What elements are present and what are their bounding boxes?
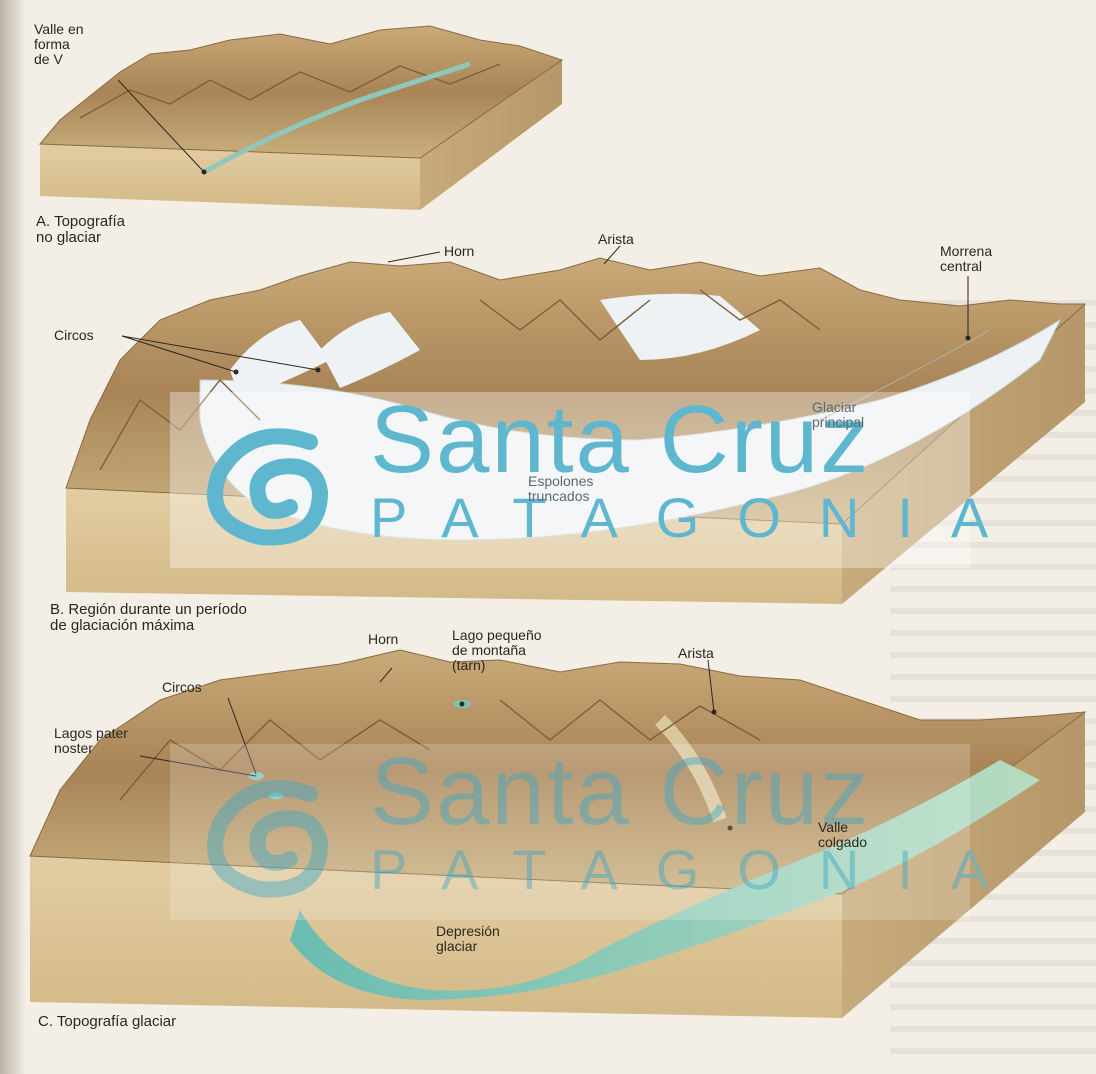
swirl-logo-icon xyxy=(190,412,350,552)
label-lagos-pater-noster: Lagos pater noster xyxy=(54,726,128,756)
watermark-line1: Santa Cruz xyxy=(370,744,870,840)
panel-c-arista-marker xyxy=(712,710,717,715)
label-depresion-glaciar: Depresión glaciar xyxy=(436,924,500,954)
panel-b-horn-pointer xyxy=(388,252,440,262)
panel-a-valley-marker xyxy=(202,170,207,175)
panel-b-morena-marker xyxy=(966,336,971,341)
label-glaciar-principal: Glaciar principal xyxy=(812,400,864,430)
label-arista-b: Arista xyxy=(598,232,634,247)
label-lago-tarn: Lago pequeño de montaña (tarn) xyxy=(452,628,542,673)
label-horn-b: Horn xyxy=(444,244,474,259)
label-valle-colgado: Valle colgado xyxy=(818,820,867,850)
watermark-line2: PATAGONIA xyxy=(370,842,1026,898)
label-horn-c: Horn xyxy=(368,632,398,647)
caption-panel-b: B. Región durante un período de glaciaci… xyxy=(50,602,247,634)
label-circos-c: Circos xyxy=(162,680,202,695)
panel-a-block xyxy=(40,26,562,210)
label-espolones-truncados: Espolones truncados xyxy=(528,474,593,504)
panel-b-circo-marker-1 xyxy=(234,370,239,375)
panel-b-circo-marker-2 xyxy=(316,368,321,373)
label-arista-c: Arista xyxy=(678,646,714,661)
label-circos-b: Circos xyxy=(54,328,94,343)
watermark-line1: Santa Cruz xyxy=(370,392,870,488)
panel-c-tarn-marker xyxy=(460,702,465,707)
watermark-line2: PATAGONIA xyxy=(370,490,1026,546)
caption-panel-a: A. Topografía no glaciar xyxy=(36,214,125,246)
swirl-logo-icon xyxy=(190,764,350,904)
label-valle-en-v: Valle en forma de V xyxy=(34,22,84,67)
label-morena-central: Morrena central xyxy=(940,244,992,274)
caption-panel-c: C. Topografía glaciar xyxy=(38,1014,176,1030)
